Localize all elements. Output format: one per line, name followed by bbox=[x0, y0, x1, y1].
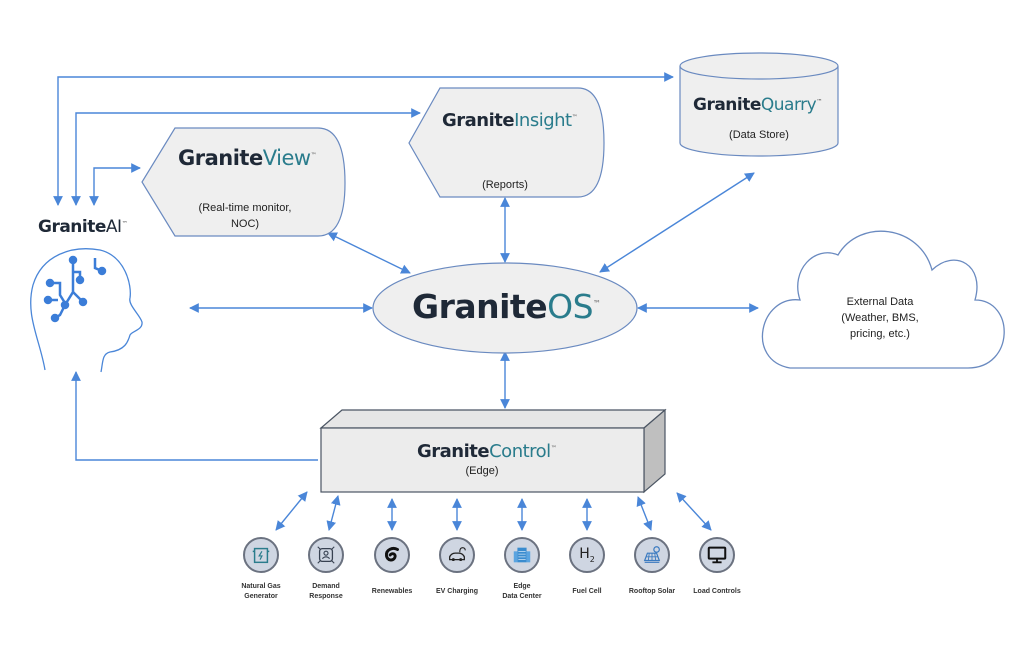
granite-ai-logo: GraniteAI™ bbox=[38, 217, 128, 237]
connector-device-8 bbox=[676, 492, 712, 531]
ai-head-icon bbox=[30, 248, 143, 373]
brand-bold: Granite bbox=[178, 146, 263, 170]
data-center-icon bbox=[504, 537, 540, 573]
brand-light: AI bbox=[105, 217, 122, 237]
brand-bold: Granite bbox=[412, 287, 548, 326]
granite-control-logo: GraniteControl™ bbox=[417, 441, 557, 462]
solar-panel-icon bbox=[634, 537, 670, 573]
external-data-label: External Data (Weather, BMS, pricing, et… bbox=[841, 296, 919, 340]
granite-view-shape[interactable] bbox=[141, 127, 346, 237]
connector-quarry-os bbox=[599, 172, 755, 273]
external-data-cloud[interactable] bbox=[761, 230, 1005, 369]
connector-ai-insight bbox=[71, 108, 421, 206]
connector-ai-quarry bbox=[53, 72, 674, 206]
hydrogen-icon: H2 bbox=[569, 537, 605, 573]
brand-light: Quarry bbox=[760, 95, 817, 115]
brand-light: Insight bbox=[514, 110, 572, 131]
connector-device-7 bbox=[636, 496, 653, 531]
device-label: Fuel Cell bbox=[572, 588, 602, 595]
connector-device-1 bbox=[275, 491, 308, 531]
connector-view-os bbox=[327, 232, 411, 274]
granite-control-shape[interactable] bbox=[319, 408, 667, 494]
brand-bold: Granite bbox=[38, 217, 106, 237]
generator-icon bbox=[243, 537, 279, 573]
device-label: Renewables bbox=[371, 588, 413, 595]
brand-light: Control bbox=[489, 441, 551, 462]
granite-insight-logo: GraniteInsight™ bbox=[442, 110, 578, 131]
brand-light: View bbox=[262, 146, 311, 170]
monitor-icon bbox=[699, 537, 735, 573]
connector-ai-view bbox=[89, 163, 141, 206]
device-label: Load Controls bbox=[693, 588, 741, 595]
granite-quarry-logo: GraniteQuarry™ bbox=[693, 95, 822, 115]
granite-os-logo: GraniteOS™ bbox=[412, 287, 601, 326]
granite-quarry-shape[interactable] bbox=[679, 52, 839, 157]
granite-insight-shape[interactable] bbox=[408, 87, 605, 198]
device-label: Rooftop Solar bbox=[628, 588, 676, 595]
granite-os-shape[interactable] bbox=[372, 262, 638, 354]
brand-light: OS bbox=[547, 287, 594, 326]
demand-response-icon bbox=[308, 537, 344, 573]
brand-bold: Granite bbox=[693, 95, 761, 115]
renewables-icon bbox=[374, 537, 410, 573]
connectors bbox=[53, 72, 759, 531]
connector-control-ai bbox=[71, 371, 318, 461]
granite-view-logo: GraniteView™ bbox=[178, 146, 317, 170]
granite-insight-subtitle: (Reports) bbox=[482, 179, 528, 191]
connector-device-2 bbox=[326, 495, 341, 531]
granite-quarry-subtitle: (Data Store) bbox=[729, 129, 789, 141]
device-label: EV Charging bbox=[435, 588, 478, 595]
granite-view-subtitle: (Real-time monitor, NOC) bbox=[198, 202, 292, 230]
brand-bold: Granite bbox=[442, 110, 515, 131]
granite-control-subtitle: (Edge) bbox=[465, 465, 499, 477]
ev-charging-icon bbox=[439, 537, 475, 573]
brand-bold: Granite bbox=[417, 441, 490, 462]
